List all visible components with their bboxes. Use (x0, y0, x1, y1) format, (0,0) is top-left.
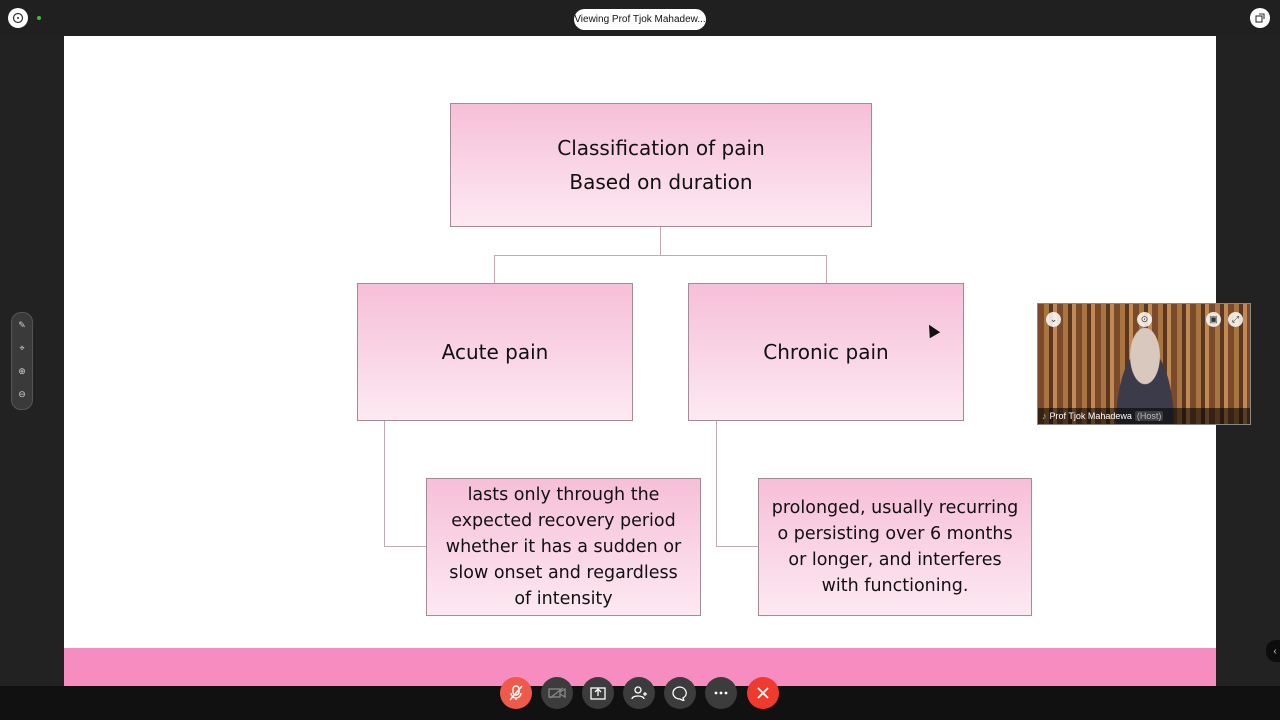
chat-icon[interactable] (664, 677, 696, 709)
minimize-icon[interactable]: ▣ (1206, 312, 1221, 327)
chronic-pain-description: prolonged, usually recurring o persistin… (758, 478, 1032, 616)
connector (716, 421, 717, 547)
participant-video-tile[interactable]: ⌄ ⊙ ▣ ⤢ ♪ Prof Tjok Mahadewa (Host) (1037, 303, 1251, 425)
acute-pain-node: Acute pain (357, 283, 633, 421)
collapse-panel-icon[interactable]: ‹ (1266, 640, 1280, 662)
chronic-desc-line: or longer, and interferes (788, 550, 1002, 570)
chronic-desc-line: with functioning. (821, 576, 969, 596)
connection-status-dot (37, 16, 41, 20)
chronic-pain-label: Chronic pain (763, 340, 889, 364)
share-screen-icon[interactable] (582, 677, 614, 709)
popout-icon[interactable] (1250, 8, 1270, 28)
acute-pain-label: Acute pain (441, 340, 549, 364)
expand-icon[interactable]: ⤢ (1228, 312, 1243, 327)
acute-desc-line: expected recovery period (451, 511, 676, 531)
connector (826, 255, 827, 283)
connector (716, 546, 758, 547)
connector (384, 421, 385, 547)
acute-pain-description: lasts only through the expected recovery… (426, 478, 701, 616)
participant-name-bar: ♪ Prof Tjok Mahadewa (Host) (1038, 408, 1250, 424)
viewing-indicator: Viewing Prof Tjok Mahadew... (574, 9, 706, 30)
annotate-icon[interactable]: ✎ (18, 321, 26, 331)
pin-icon[interactable]: ⊙ (1137, 312, 1152, 327)
host-tag: (Host) (1134, 411, 1164, 421)
root-title-line2: Based on duration (569, 170, 753, 194)
info-icon[interactable] (8, 8, 28, 28)
chronic-desc-line: o persisting over 6 months (777, 524, 1013, 544)
zoom-in-icon[interactable]: ⊕ (18, 367, 26, 377)
chronic-desc-line: prolonged, usually recurring (771, 498, 1019, 518)
connector (660, 227, 661, 255)
root-title-line1: Classification of pain (557, 136, 765, 160)
acute-desc-line: slow onset and regardless (449, 563, 678, 583)
annotation-toolbar: ✎ ⌖ ⊕ ⊖ (11, 312, 33, 410)
connector (494, 255, 495, 283)
end-call-icon[interactable] (747, 677, 779, 709)
connector (384, 546, 426, 547)
camera-off-icon[interactable] (541, 677, 573, 709)
participants-icon[interactable] (623, 677, 655, 709)
zoom-out-icon[interactable]: ⊖ (18, 390, 26, 400)
diagram-root-node: Classification of pain Based on duration (450, 103, 872, 227)
connector (494, 255, 827, 256)
more-icon[interactable] (705, 677, 737, 709)
acute-desc-line: of intensity (514, 589, 613, 609)
chronic-pain-node: Chronic pain (688, 283, 964, 421)
chevron-down-icon[interactable]: ⌄ (1046, 312, 1061, 327)
acute-desc-line: lasts only through the (467, 485, 660, 505)
shared-slide: Classification of pain Based on duration… (64, 36, 1216, 686)
audio-indicator-icon: ♪ (1042, 411, 1047, 421)
mic-muted-icon[interactable] (500, 677, 532, 709)
pointer-icon[interactable]: ⌖ (19, 344, 25, 354)
acute-desc-line: whether it has a sudden or (445, 537, 682, 557)
participant-video (1108, 326, 1182, 424)
participant-name: Prof Tjok Mahadewa (1049, 411, 1132, 421)
